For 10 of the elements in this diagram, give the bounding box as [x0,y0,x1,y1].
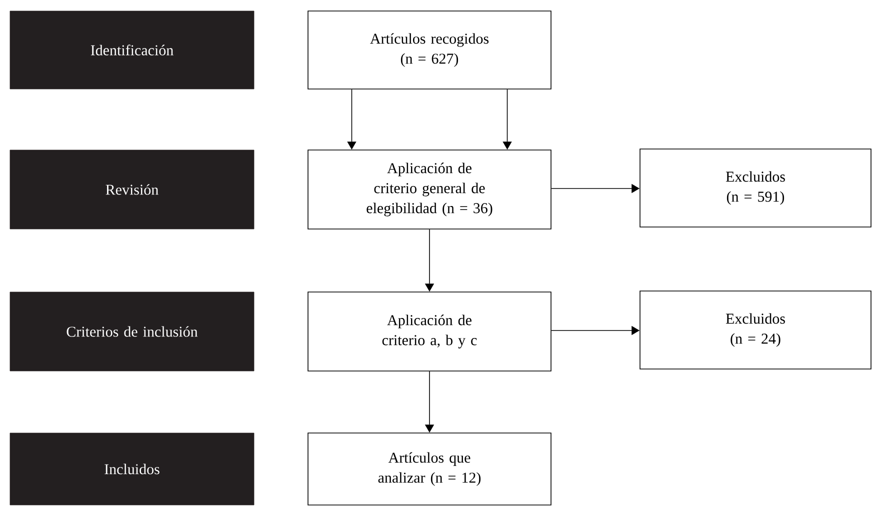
stage-box: Revisión [10,150,254,230]
process-box: Artículos recogidos (n = 627) [308,10,552,90]
stage-box: Identificación [10,10,254,90]
process-box: Aplicación de criterio a, b y c [308,292,552,372]
process-box: Artículos que analizar (n = 12) [308,432,552,506]
stage-box: Incluidos [10,432,254,506]
process-box: Excluidos (n = 24) [640,290,872,370]
process-box: Aplicación de criterio general de elegibilidad (n = 36) [308,150,552,230]
stage-box: Criterios de inclusión [10,292,254,372]
process-box: Excluidos (n = 591) [640,148,872,228]
